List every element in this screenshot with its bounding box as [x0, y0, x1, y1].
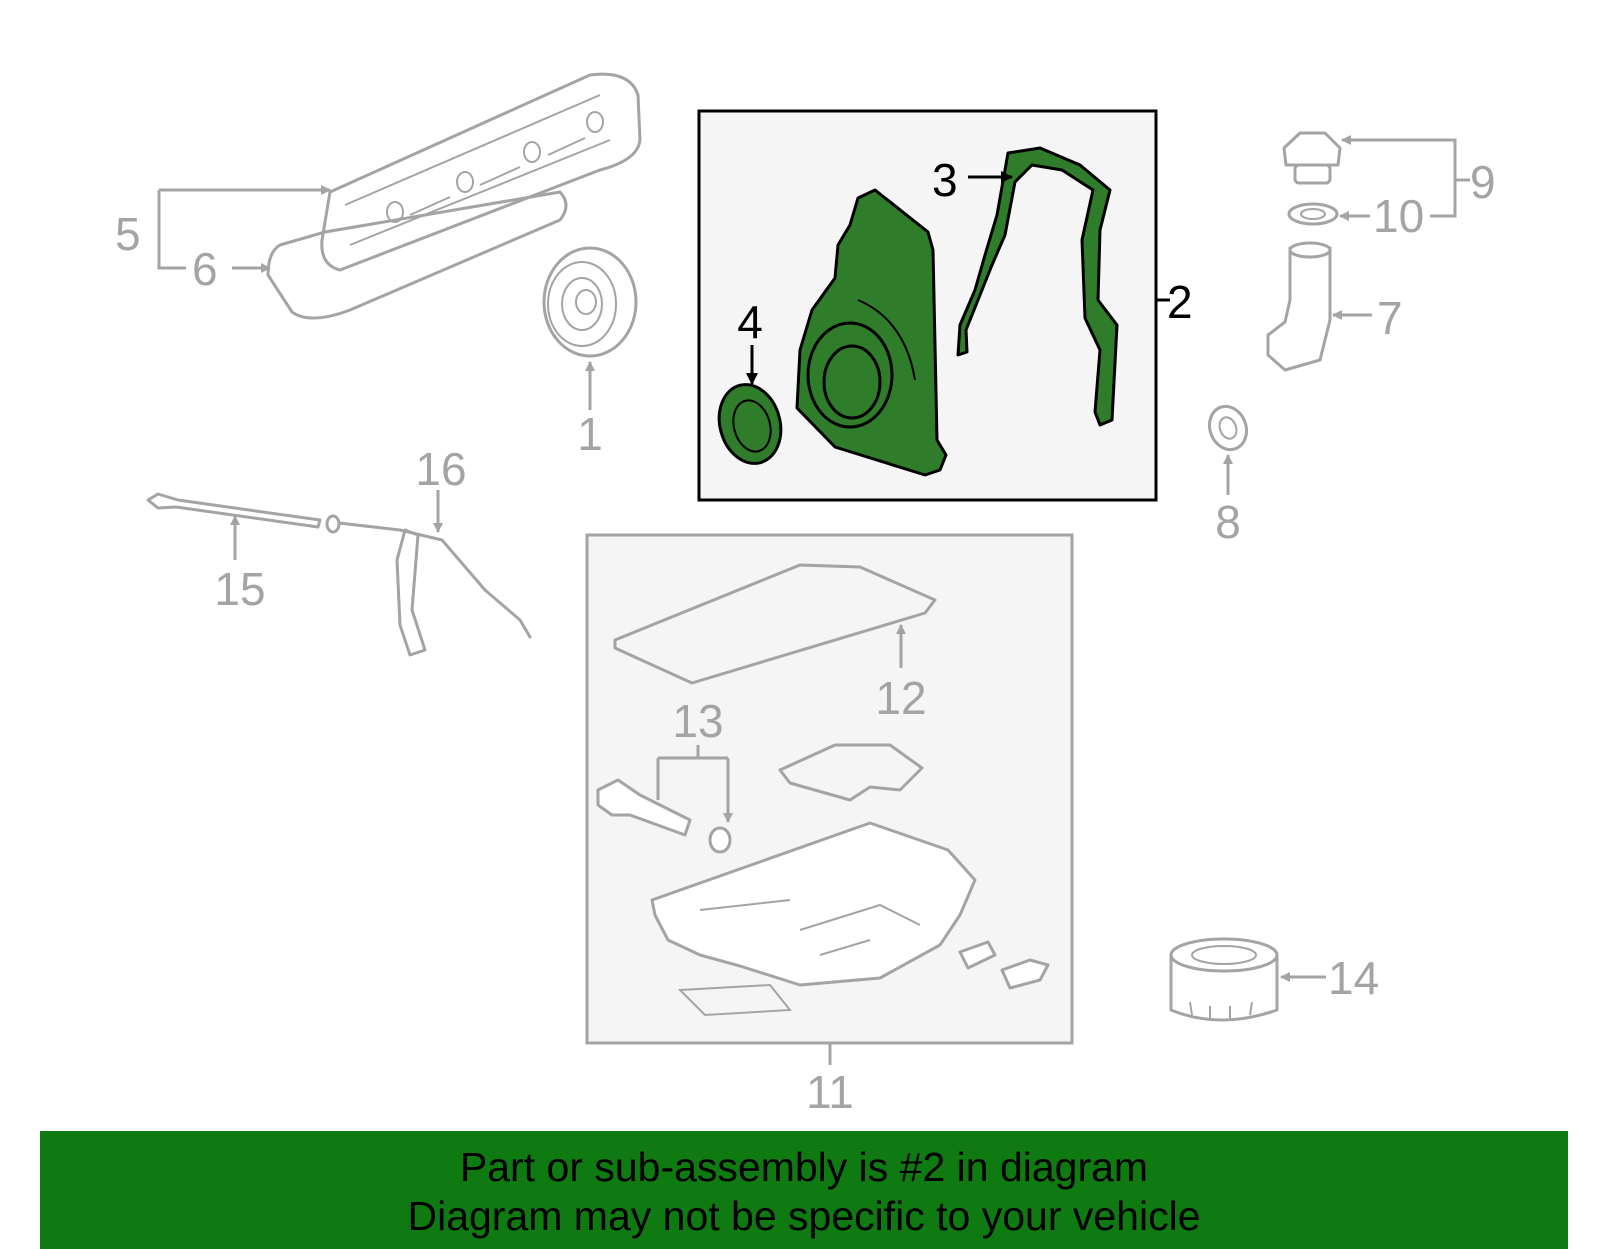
- valve-cover-part-5[interactable]: [320, 72, 642, 272]
- callout-1[interactable]: 1: [577, 408, 603, 460]
- callout-10[interactable]: 10: [1373, 190, 1424, 242]
- drain-plug-part-9[interactable]: [1282, 131, 1342, 185]
- harmonic-balancer-part-1[interactable]: [542, 246, 638, 358]
- callout-14[interactable]: 14: [1328, 952, 1379, 1004]
- callout-11[interactable]: 11: [806, 1066, 854, 1118]
- info-banner: Part or sub-assembly is #2 in diagram Di…: [40, 1131, 1568, 1249]
- front-seal-part-4[interactable]: [711, 378, 790, 471]
- callout-9[interactable]: 9: [1470, 156, 1496, 208]
- oil-pan-part-11[interactable]: [650, 821, 1050, 1017]
- drain-plug-washer-part-10[interactable]: [1287, 202, 1339, 226]
- callout-12[interactable]: 12: [875, 672, 926, 724]
- oil-pan-gasket-part-12[interactable]: [613, 563, 937, 685]
- callout-4[interactable]: 4: [737, 296, 763, 348]
- leader-part-9-bracket: [1350, 138, 1457, 218]
- callout-5[interactable]: 5: [115, 208, 141, 260]
- banner-line-2: Diagram may not be specific to your vehi…: [407, 1193, 1201, 1239]
- dipstick-tube-part-16[interactable]: [325, 514, 532, 657]
- oil-filter-part-14[interactable]: [1169, 937, 1279, 1022]
- callout-3[interactable]: 3: [932, 154, 958, 206]
- oil-filler-tube-part-7[interactable]: [1266, 241, 1332, 372]
- o-ring-part-8[interactable]: [1204, 401, 1253, 455]
- callout-16[interactable]: 16: [415, 443, 466, 495]
- valve-cover-gasket-part-6[interactable]: [266, 190, 568, 320]
- oil-pan-baffle[interactable]: [778, 743, 924, 802]
- oil-level-sensor-part-13[interactable]: [596, 778, 732, 854]
- leader-part-13: [656, 745, 728, 822]
- leader-part-5-6-bracket: [157, 190, 186, 270]
- callout-6[interactable]: 6: [192, 243, 218, 295]
- callout-7[interactable]: 7: [1377, 292, 1403, 344]
- banner-line-1: Part or sub-assembly is #2 in diagram: [459, 1144, 1149, 1190]
- callout-15[interactable]: 15: [214, 563, 265, 615]
- callout-2[interactable]: 2: [1167, 276, 1193, 328]
- timing-cover-gasket-part-3[interactable]: [956, 146, 1119, 427]
- dipstick-part-15[interactable]: [146, 492, 322, 529]
- timing-cover-part-2[interactable]: [795, 188, 948, 477]
- callout-8[interactable]: 8: [1215, 496, 1241, 548]
- callout-13[interactable]: 13: [672, 695, 723, 747]
